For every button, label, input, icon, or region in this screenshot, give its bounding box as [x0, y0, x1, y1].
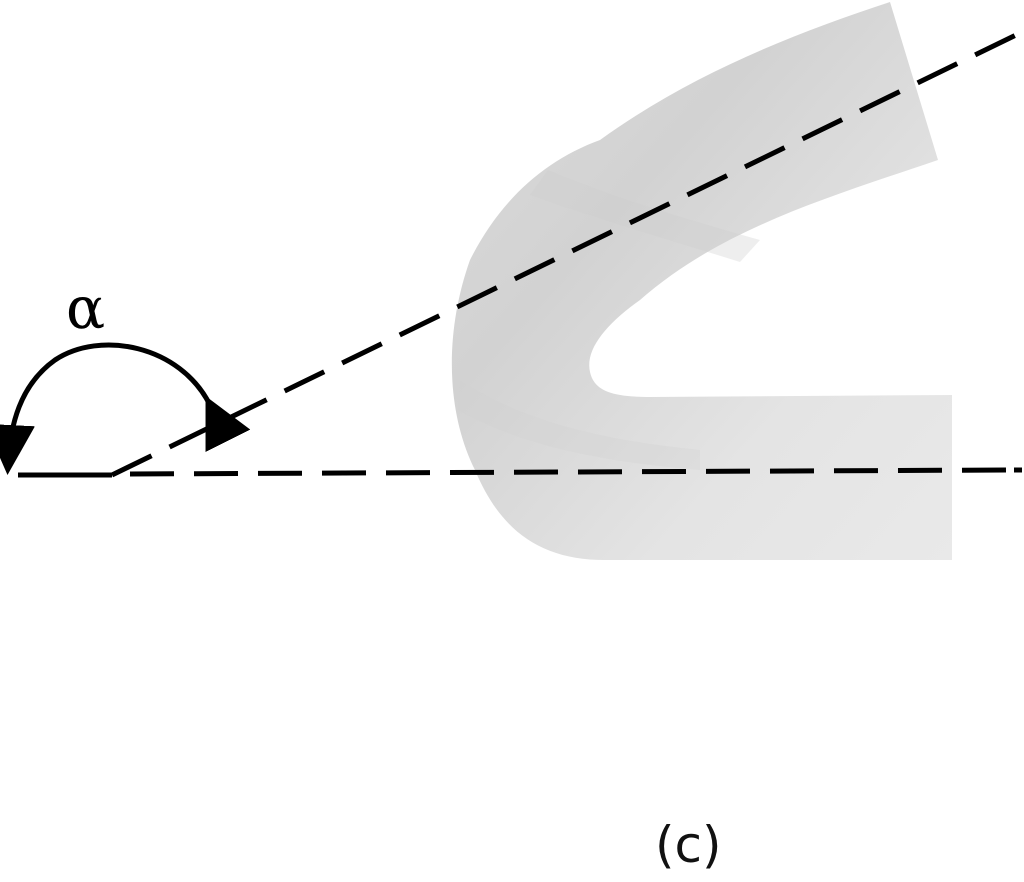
inclined-dashed-axis [110, 31, 1020, 478]
figure-caption: (c) [655, 816, 722, 874]
bend-shade [458, 380, 700, 470]
angle-label: α [66, 274, 105, 342]
bent-strip [451, 2, 952, 560]
horizontal-dashed-axis [129, 467, 1011, 477]
angle-arrow [0, 342, 251, 475]
